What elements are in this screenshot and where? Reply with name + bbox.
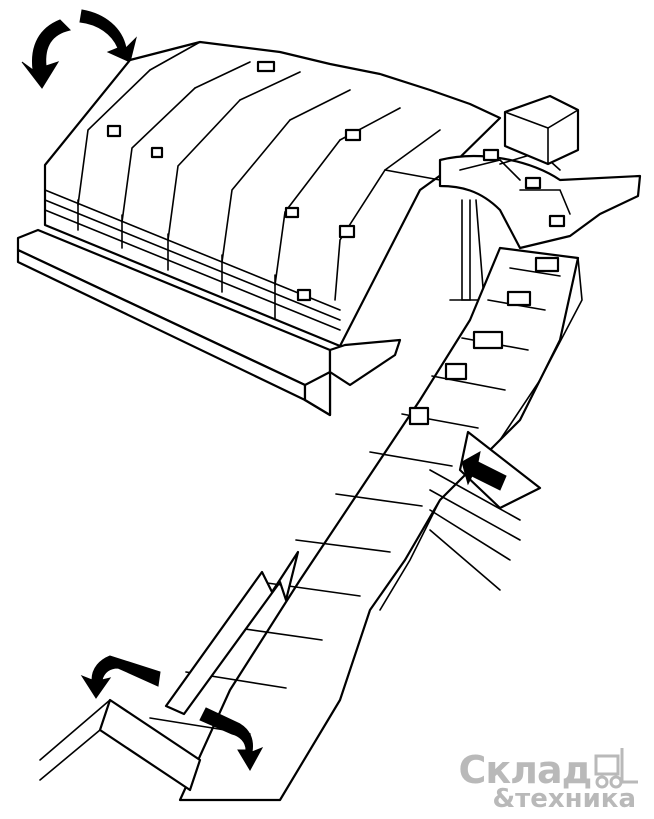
direction-arrow-icon: [164, 550, 300, 716]
rotate-arrow-icon: [21, 9, 137, 89]
side-feed-conveyor: [429, 430, 542, 591]
watermark: Склад &техника: [458, 748, 636, 814]
conveyor-base: [39, 698, 202, 792]
watermark-line2: &техника: [492, 783, 636, 814]
forklift-icon: [594, 748, 638, 789]
sorter-base: [16, 228, 402, 417]
turn-arrow-icon: [80, 655, 264, 772]
curved-conveyor: [438, 94, 642, 301]
sorter-packages: [106, 60, 362, 302]
side-feed-arrow-icon: [461, 451, 507, 491]
sorter-chutes: [43, 40, 502, 348]
watermark-line1: Склад: [458, 748, 592, 793]
